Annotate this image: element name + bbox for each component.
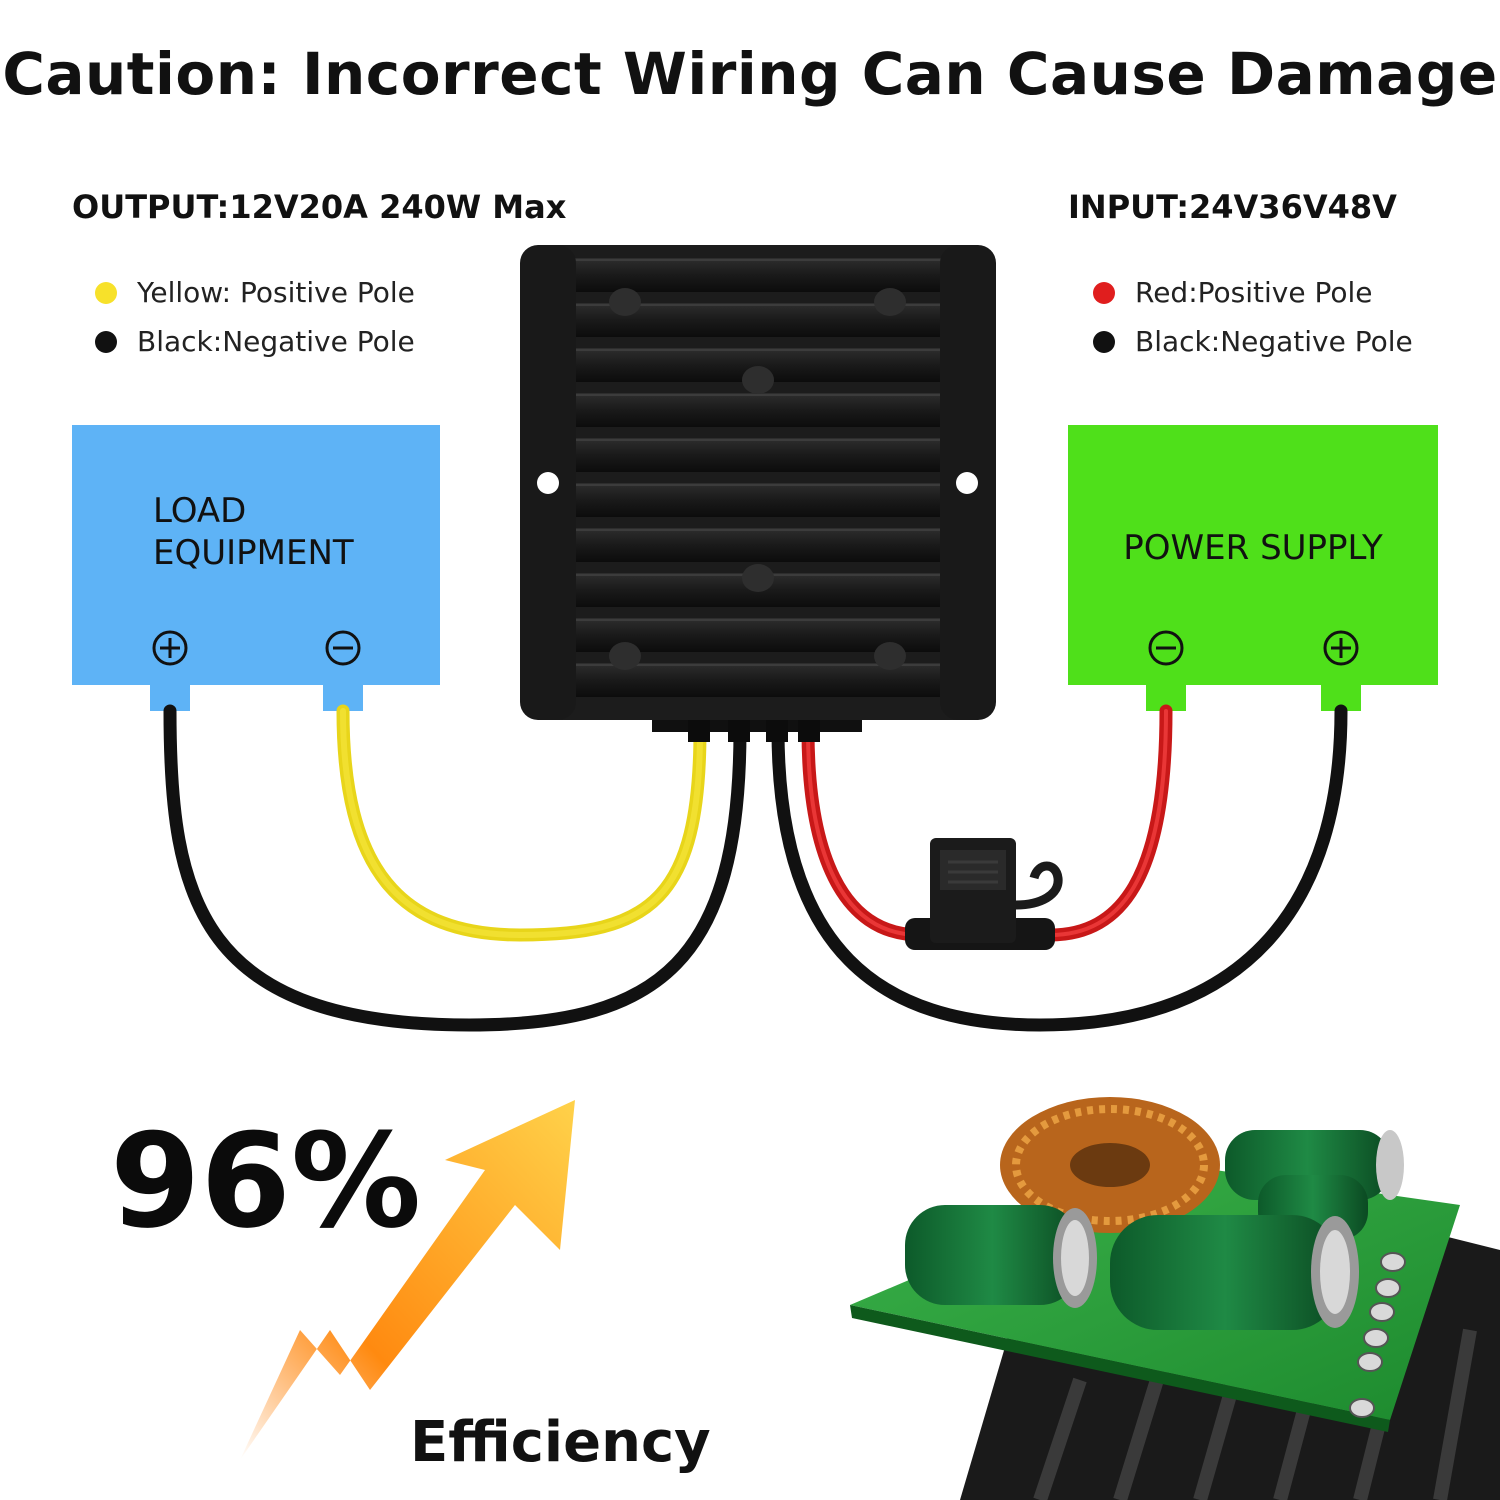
- legend-item-red: Red:Positive Pole: [1093, 276, 1413, 309]
- input-spec: INPUT:24V36V48V: [1068, 188, 1397, 226]
- black-output-wire: [163, 704, 747, 1032]
- efficiency-value: 96%: [110, 1105, 422, 1257]
- legend-item-black: Black:Negative Pole: [1093, 325, 1413, 358]
- load-label-line2: EQUIPMENT: [153, 533, 354, 573]
- heatsink-fin: [540, 348, 976, 382]
- heatsink-fin: [540, 438, 976, 472]
- red-input-wire-b: [1043, 704, 1173, 942]
- minus-icon: [1148, 630, 1184, 666]
- load-equipment-label: LOAD EQUIPMENT: [153, 490, 354, 574]
- capacitor: [1110, 1215, 1359, 1330]
- heatsink-fin: [540, 528, 976, 562]
- red-input-wire-a: [801, 723, 927, 942]
- legend-label: Black:Negative Pole: [137, 325, 415, 358]
- efficiency-arrow-icon: [240, 1100, 575, 1460]
- legend-item-yellow: Yellow: Positive Pole: [95, 276, 415, 309]
- mounting-hole: [956, 472, 978, 494]
- solder-pads: [1349, 1252, 1406, 1418]
- legend-item-black: Black:Negative Pole: [95, 325, 415, 358]
- heatsink-fin: [540, 483, 976, 517]
- legend-label: Black:Negative Pole: [1135, 325, 1413, 358]
- plus-icon: [1323, 630, 1359, 666]
- output-legend: Yellow: Positive Pole Black:Negative Pol…: [95, 276, 415, 358]
- black-dot-icon: [95, 330, 117, 353]
- legend-label: Yellow: Positive Pole: [137, 276, 415, 309]
- input-legend: Red:Positive Pole Black:Negative Pole: [1093, 276, 1413, 358]
- load-equipment-box: [72, 425, 440, 711]
- minus-icon: [325, 630, 361, 666]
- heatsink-fin: [540, 393, 976, 427]
- heatsink-fins: [540, 258, 976, 697]
- heatsink-fin: [540, 663, 976, 697]
- legend-label: Red:Positive Pole: [1135, 276, 1373, 309]
- toroid-inductor: [1000, 1097, 1220, 1233]
- red-dot-icon: [1093, 281, 1115, 304]
- mounting-hole: [537, 472, 559, 494]
- power-supply-label: POWER SUPPLY: [1123, 528, 1383, 568]
- wires: [163, 704, 1348, 1032]
- capacitor: [905, 1205, 1097, 1308]
- power-supply-box: [1068, 425, 1438, 711]
- output-spec: OUTPUT:12V20A 240W Max: [72, 188, 567, 226]
- black-dot-icon: [1093, 330, 1115, 353]
- yellow-dot-icon: [95, 281, 117, 304]
- heatsink-fin: [540, 303, 976, 337]
- efficiency-label: Efficiency: [410, 1410, 711, 1475]
- heatsink-fin: [540, 618, 976, 652]
- yellow-output-wire: [336, 704, 707, 942]
- fuse-holder: [905, 838, 1063, 950]
- black-input-wire: [771, 704, 1348, 1032]
- load-label-line1: LOAD: [153, 491, 247, 531]
- page-title: Caution: Incorrect Wiring Can Cause Dama…: [2, 40, 1498, 108]
- pcb-board-image: [850, 1097, 1500, 1500]
- heatsink-fin: [540, 258, 976, 292]
- screw-heads: [609, 288, 906, 670]
- plus-icon: [152, 630, 188, 666]
- converter-module: [520, 245, 996, 742]
